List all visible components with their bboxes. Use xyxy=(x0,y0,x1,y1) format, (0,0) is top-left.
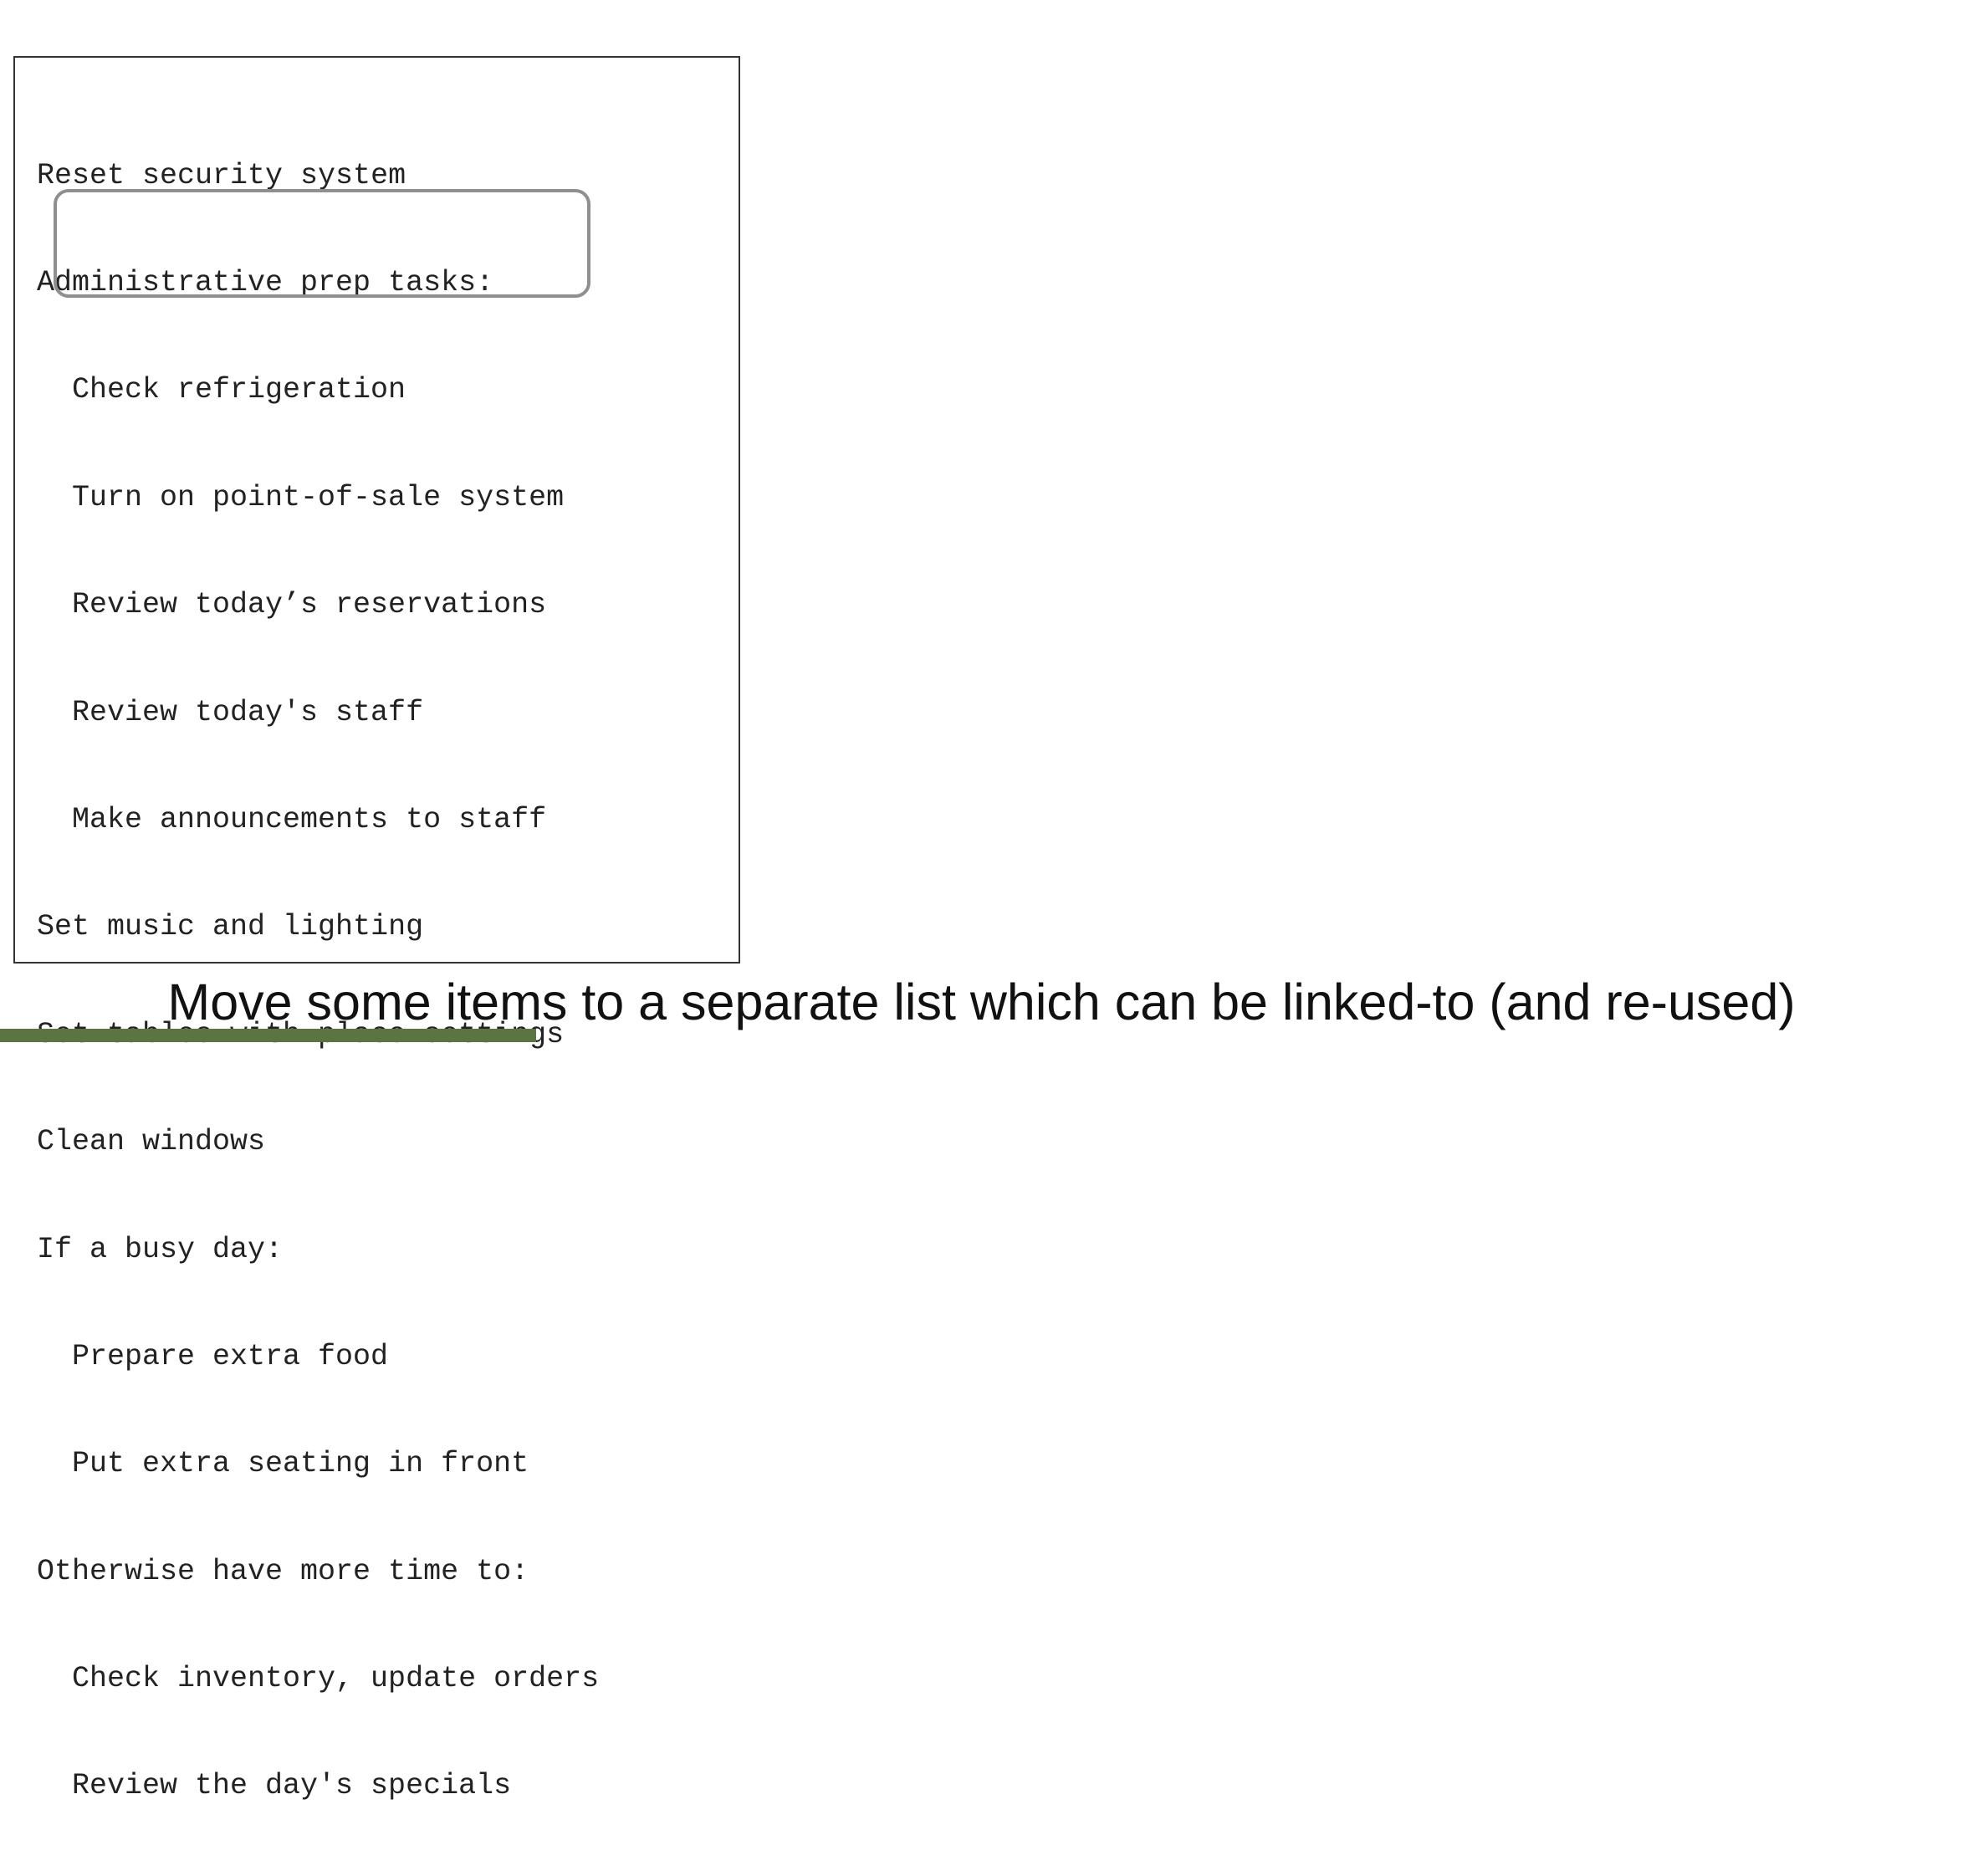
code-line: Otherwise have more time to: xyxy=(37,1554,529,1588)
footer-accent-bar xyxy=(0,1029,536,1042)
code-line-highlighted: Review today’s reservations xyxy=(72,588,547,622)
code-line: If a busy day: xyxy=(37,1232,284,1266)
code-line: Check inventory, update orders xyxy=(72,1662,600,1696)
code-listing-panel: Reset security system Administrative pre… xyxy=(13,56,740,1802)
slide-caption: Move some items to a separate list which… xyxy=(167,974,1796,1030)
code-line: Put extra seating in front xyxy=(72,1447,529,1481)
code-line: Set music and lighting xyxy=(37,910,424,944)
code-line: Make announcements to staff xyxy=(72,802,547,836)
code-line-highlighted: Review today's staff xyxy=(72,695,424,729)
code-line-highlighted: Turn on point-of-sale system xyxy=(72,480,565,514)
code-line: Review the day's specials xyxy=(72,1769,512,1803)
slide: Reset security system Administrative pre… xyxy=(0,56,1796,1803)
code-line: Clean windows xyxy=(37,1125,266,1159)
code-line: Administrative prep tasks: xyxy=(37,265,494,299)
code-line: Reset security system xyxy=(37,158,406,192)
code-line: Check refrigeration xyxy=(72,373,406,407)
code-line: Prepare extra food xyxy=(72,1339,389,1373)
